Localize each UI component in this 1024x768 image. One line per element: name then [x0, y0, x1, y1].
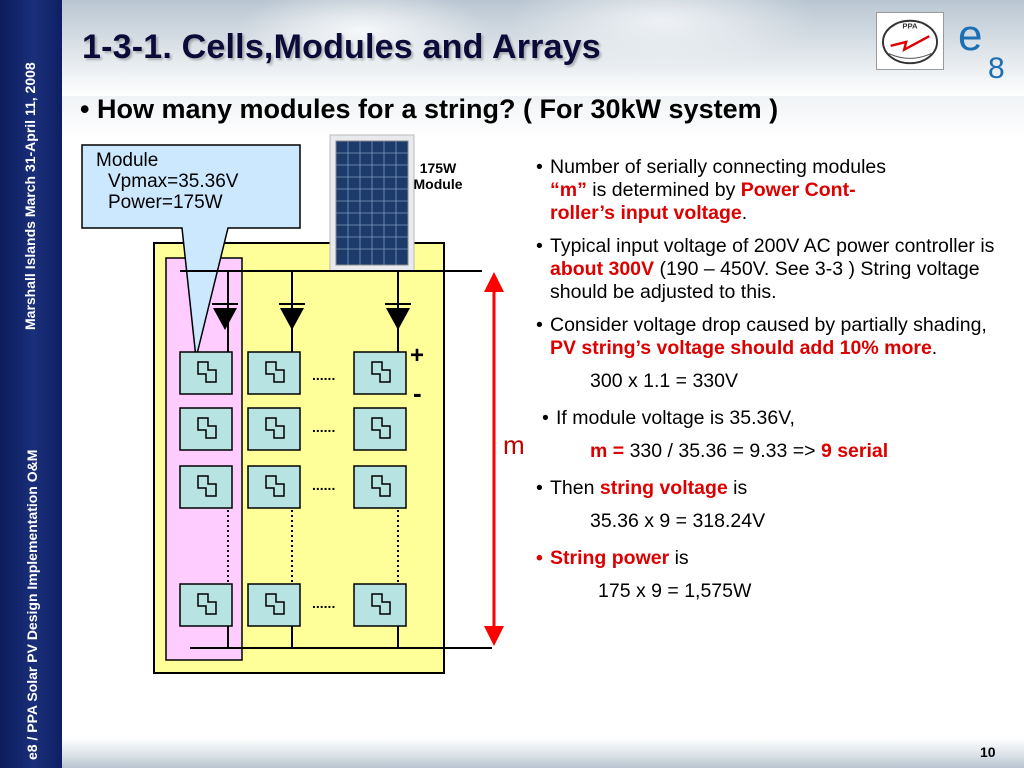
module-label-line-2: Module — [413, 176, 463, 192]
sidebar-course-text: e8 / PPA Solar PV Design Implementation … — [24, 449, 40, 760]
bullet-5: • Then string voltage is — [536, 477, 748, 499]
callout-line-3: Power=175W — [108, 192, 223, 213]
svg-text:PPA: PPA — [902, 21, 918, 30]
dots-row-4: ...... — [312, 595, 335, 611]
page-number: 10 — [980, 744, 996, 760]
module-label-line-1: 175W — [419, 160, 457, 176]
m-arrow — [484, 272, 504, 646]
e8-logo: e 8 — [958, 11, 1005, 80]
callout-bubble — [81, 144, 301, 359]
subtitle-text: How many modules for a string? ( For 30k… — [96, 94, 779, 124]
dots-row-3: ...... — [312, 477, 335, 493]
solar-module-image — [329, 134, 415, 272]
module-grid — [179, 351, 407, 627]
module-symbols — [197, 361, 391, 615]
bullet-list: • Number of serially connecting modules … — [536, 156, 1006, 613]
dots-row-1: ...... — [312, 367, 335, 383]
bullet-6: • String power is — [536, 547, 689, 569]
sidebar-event-text: Marshall Islands March 31-April 11, 2008 — [22, 62, 38, 330]
calc-3: 35.36 x 9 = 318.24V — [590, 510, 766, 532]
bullet-1: • Number of serially connecting modules … — [536, 156, 886, 224]
slide-title: 1-3-1. Cells,Modules and Arrays — [82, 28, 601, 66]
plus-terminal: + — [410, 342, 425, 369]
diodes — [212, 303, 411, 330]
bullet-2: • Typical input voltage of 200V AC power… — [536, 235, 995, 303]
svg-text:8: 8 — [988, 52, 1005, 80]
callout-line-2: Vpmax=35.36V — [108, 171, 239, 192]
pv-array-diagram: ...... ...... ...... ...... — [81, 134, 504, 674]
bullet-3: • Consider voltage drop caused by partia… — [536, 314, 987, 359]
m-label: m — [503, 430, 525, 460]
calc-1: 300 x 1.1 = 330V — [590, 370, 738, 392]
footer-background — [62, 738, 1024, 768]
subtitle: • How many modules for a string? ( For 3… — [80, 94, 778, 125]
calc-4: 175 x 9 = 1,575W — [598, 580, 752, 602]
module-label: 175W Module — [400, 160, 476, 192]
subtitle-bullet: • — [80, 94, 90, 124]
bullet-4: • If module voltage is 35.36V, — [542, 407, 795, 429]
svg-text:e: e — [958, 11, 982, 60]
minus-terminal: - — [413, 378, 422, 408]
dots-row-2: ...... — [312, 419, 335, 435]
header-background — [62, 0, 1024, 96]
ppa-logo: PPA — [876, 12, 944, 70]
module-callout: Module Vpmax=35.36V Power=175W — [96, 150, 238, 213]
calc-2: m = 330 / 35.36 = 9.33 => 9 serial — [590, 440, 889, 462]
callout-line-1: Module — [96, 150, 159, 171]
sidebar: Marshall Islands March 31-April 11, 2008… — [0, 0, 62, 768]
